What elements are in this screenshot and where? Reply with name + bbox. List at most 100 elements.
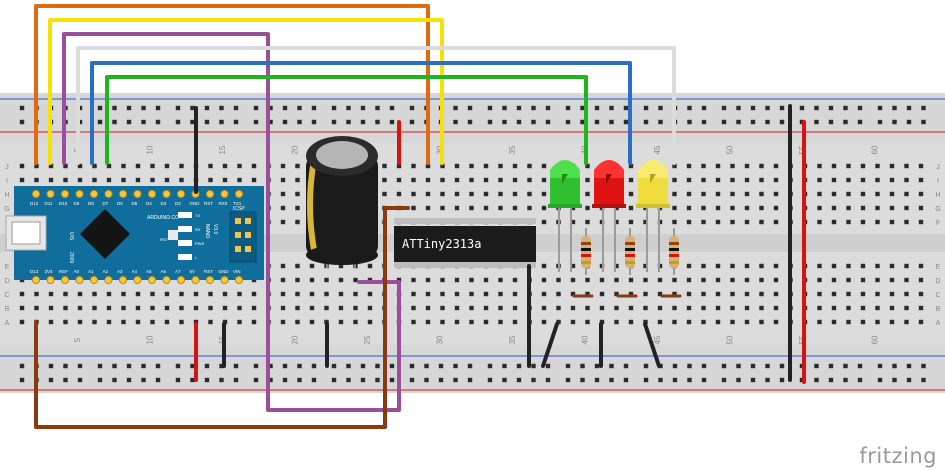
wire-yellow bbox=[48, 18, 444, 165]
nano-pin-label: D12 bbox=[30, 201, 39, 206]
column-number: 15 bbox=[218, 145, 227, 154]
icsp-pin bbox=[235, 232, 241, 238]
row-letter: I bbox=[6, 178, 8, 185]
icsp-pin bbox=[235, 246, 241, 252]
nano-pin bbox=[220, 275, 229, 285]
nano-pin bbox=[60, 189, 70, 199]
nano-pin-label: D13 bbox=[30, 269, 39, 274]
nano-model-line-1: NANO bbox=[204, 224, 210, 239]
nano-pin bbox=[147, 189, 157, 199]
nano-pin-label: A5 bbox=[146, 269, 152, 274]
nano-pin bbox=[118, 275, 128, 285]
nano-pin-label: A7 bbox=[175, 269, 181, 274]
row-letter: B bbox=[5, 306, 10, 313]
nano-pin-label: D5 bbox=[132, 201, 138, 206]
row-letter: A bbox=[5, 320, 10, 327]
nano-pin-label: D10 bbox=[59, 201, 68, 206]
row-letter: C bbox=[935, 292, 940, 299]
nano-pin bbox=[89, 189, 99, 199]
resistors bbox=[581, 228, 679, 275]
nano-pin-label: 5V bbox=[190, 269, 196, 274]
pwr-label: PWR bbox=[195, 241, 204, 246]
nano-pin bbox=[118, 189, 128, 199]
wire-white bbox=[76, 46, 676, 165]
rst-label: RST bbox=[160, 237, 169, 242]
chip-label: ATTiny2313a bbox=[402, 237, 481, 251]
nano-pin bbox=[234, 275, 244, 285]
nano-pin bbox=[46, 189, 55, 199]
nano-pin-label: A2 bbox=[103, 269, 109, 274]
nano-pin-label: VIN bbox=[233, 269, 241, 274]
nano-pin bbox=[133, 189, 142, 199]
nano-pin bbox=[75, 275, 84, 285]
nano-pin bbox=[104, 275, 113, 285]
nano-pin bbox=[234, 189, 244, 199]
nano-pin bbox=[31, 189, 41, 199]
row-letter: G bbox=[935, 206, 940, 213]
led-green bbox=[548, 160, 582, 272]
nano-pin-label: RST bbox=[204, 269, 213, 274]
l-label: L bbox=[195, 255, 198, 260]
nano-pin-label: GND bbox=[190, 201, 201, 206]
nano-pin bbox=[191, 275, 200, 285]
nano-pin-label: A6 bbox=[161, 269, 167, 274]
row-letter: A bbox=[936, 320, 941, 327]
nano-pin-label: RST bbox=[204, 201, 213, 206]
nano-pin bbox=[220, 189, 229, 199]
nano-pin bbox=[89, 275, 99, 285]
nano-pin-label: D4 bbox=[146, 201, 152, 206]
nano-pin bbox=[60, 275, 70, 285]
fritzing-brand: fritzing bbox=[859, 444, 937, 468]
column-number: 35 bbox=[508, 145, 517, 154]
row-letter: D bbox=[935, 278, 940, 285]
wire-black-5 bbox=[541, 322, 559, 368]
icsp-pin bbox=[245, 246, 251, 252]
electrolytic-capacitor bbox=[306, 136, 378, 268]
row-letter: D bbox=[4, 278, 9, 285]
nano-pin bbox=[31, 275, 41, 285]
icsp-pin bbox=[235, 218, 241, 224]
nano-pin-label: A0 bbox=[74, 269, 80, 274]
tx-label: TX bbox=[195, 213, 200, 218]
column-number: 50 bbox=[726, 335, 735, 344]
wire-brown-1 bbox=[34, 206, 410, 429]
row-letter: H bbox=[4, 192, 9, 199]
nano-pin-label: D11 bbox=[45, 201, 53, 206]
wire-green bbox=[105, 75, 588, 165]
row-letter: F bbox=[936, 220, 940, 227]
nano-pin bbox=[176, 275, 186, 285]
resistor-1 bbox=[581, 228, 591, 275]
icsp-label: ICSP bbox=[233, 206, 245, 212]
row-letter: E bbox=[5, 264, 10, 271]
nano-pin-label: D3 bbox=[161, 201, 167, 206]
nano-pin bbox=[133, 275, 142, 285]
nano-pin bbox=[205, 275, 215, 285]
icsp-pin bbox=[245, 218, 251, 224]
column-number: 20 bbox=[291, 145, 300, 154]
row-letter: E bbox=[936, 264, 941, 271]
leds bbox=[548, 160, 670, 272]
microcontroller-chip bbox=[80, 209, 130, 259]
nano-pin-label: REF bbox=[59, 269, 68, 274]
nano-pin-label: TX1 bbox=[233, 201, 242, 206]
wire-black-7 bbox=[643, 322, 661, 368]
column-number: 10 bbox=[146, 145, 155, 154]
wire-blue bbox=[90, 61, 632, 165]
nano-pin bbox=[104, 189, 113, 199]
rx-label: RX bbox=[195, 227, 201, 232]
nano-pin-label: 3V3 bbox=[45, 269, 54, 274]
attiny-chip: ATTiny2313a bbox=[394, 218, 536, 268]
column-number: 45 bbox=[653, 145, 662, 154]
row-letter: I bbox=[937, 178, 939, 185]
column-number: 60 bbox=[871, 335, 880, 344]
led-red bbox=[592, 160, 626, 272]
icsp-pin bbox=[245, 232, 251, 238]
nano-side-text-1: UIS bbox=[68, 232, 74, 241]
nano-board bbox=[14, 186, 264, 280]
nano-pin bbox=[162, 275, 171, 285]
nano-pin-label: D8 bbox=[88, 201, 94, 206]
nano-pin-label: D2 bbox=[175, 201, 181, 206]
column-number: 30 bbox=[436, 335, 445, 344]
nano-pin bbox=[75, 189, 84, 199]
wire-orange bbox=[34, 4, 430, 165]
